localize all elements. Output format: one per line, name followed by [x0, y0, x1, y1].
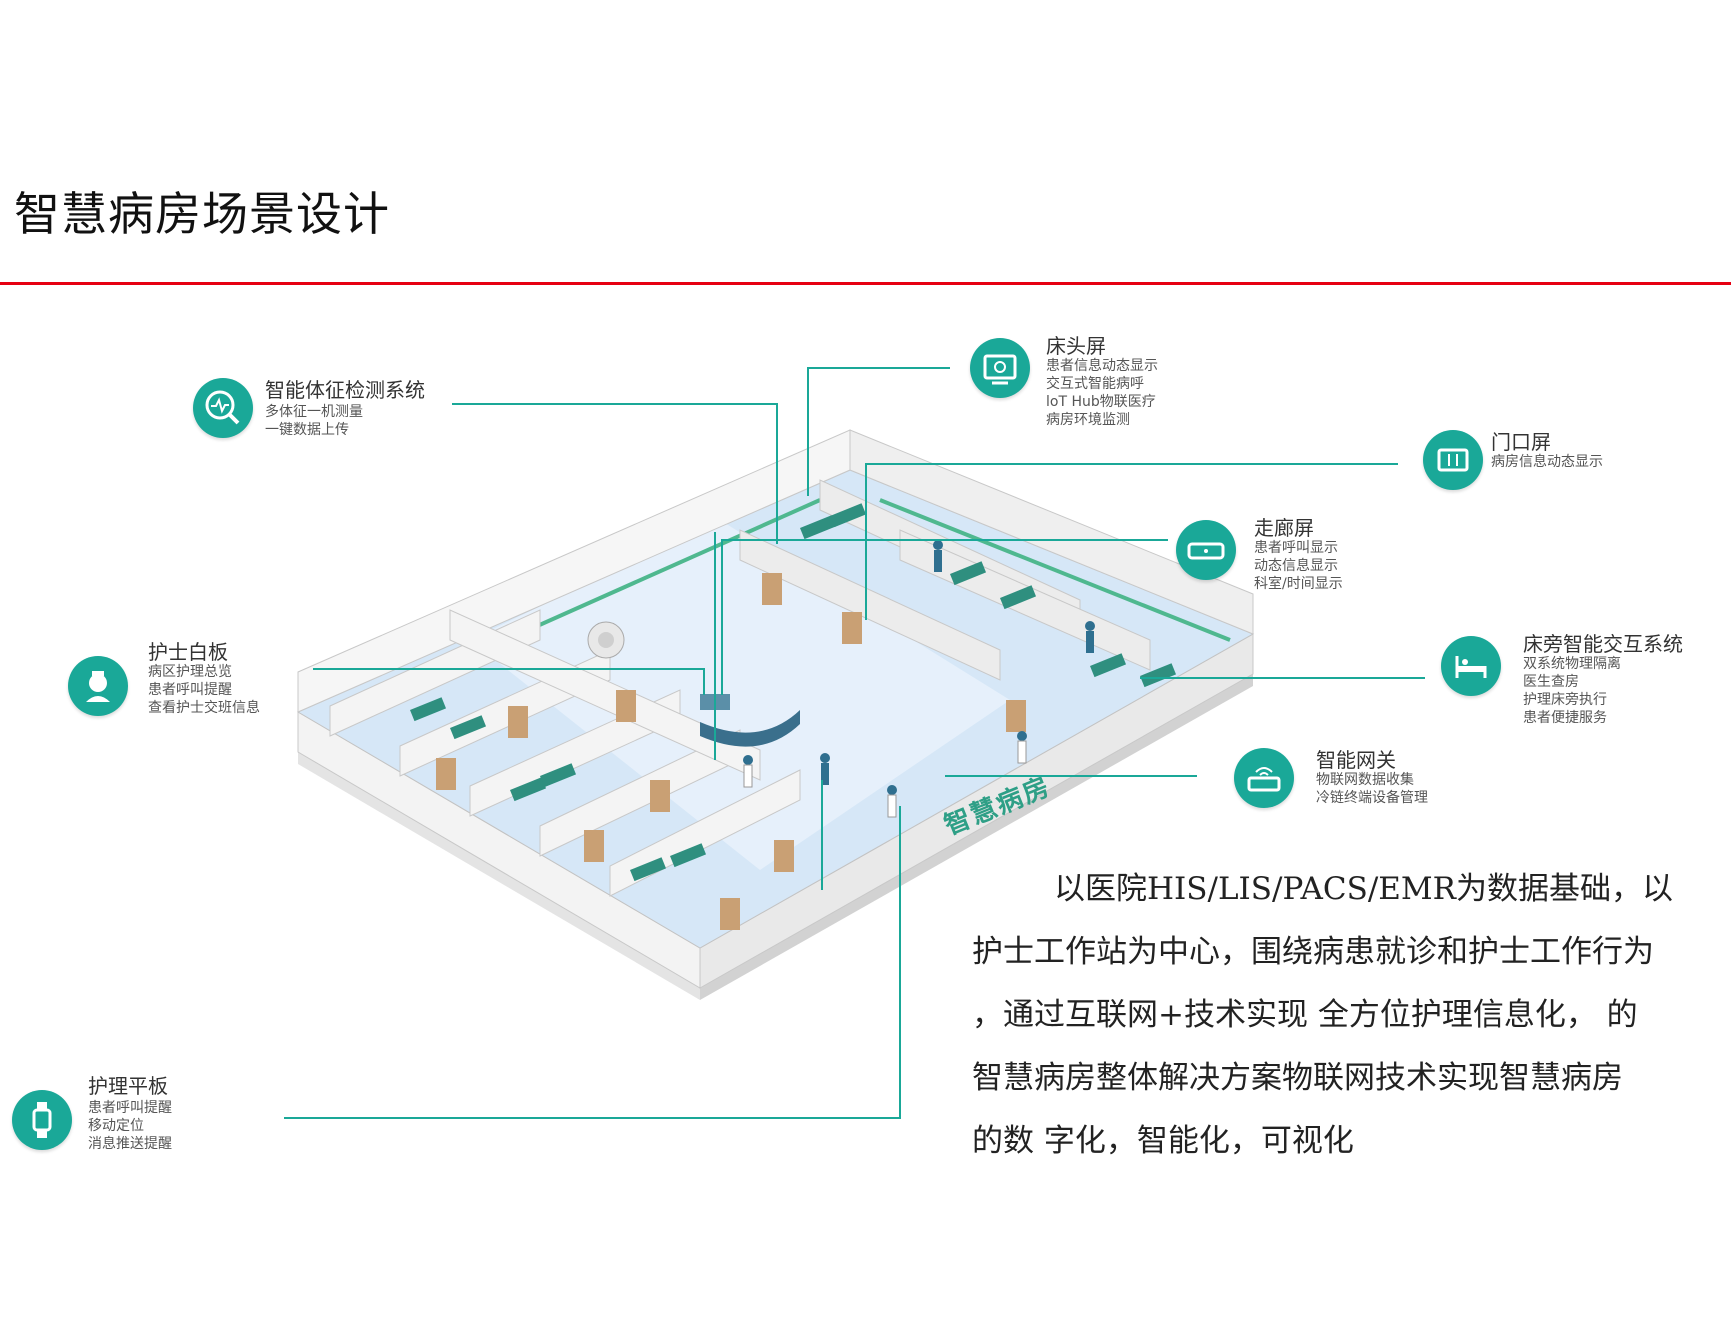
callout-title: 护理平板 — [88, 1074, 168, 1098]
wifi-router-icon — [1234, 748, 1294, 808]
callout-line: 移动定位 — [88, 1118, 144, 1134]
callout-line: 科室/时间显示 — [1254, 576, 1343, 592]
person — [887, 785, 897, 795]
corridor-floor — [470, 520, 1010, 870]
connector-vitals — [452, 403, 778, 544]
callout-title: 门口屏 — [1491, 430, 1551, 454]
connector-bedhead — [807, 367, 950, 496]
callout-line: 患者信息动态显示 — [1046, 358, 1158, 374]
door — [616, 690, 636, 722]
callout-line: 交互式智能病呼 — [1046, 376, 1144, 392]
callout-title: 智能体征检测系统 — [265, 378, 425, 402]
bed — [1090, 653, 1127, 678]
paragraph-line: 智慧病房整体解决方案物联网技术实现智慧病房 — [972, 1060, 1623, 1096]
title-divider — [0, 282, 1731, 285]
paragraph-line: ，通过互联网+技术实现 全方位护理信息化， 的 — [972, 997, 1638, 1033]
bed — [540, 763, 577, 788]
page-title: 智慧病房场景设计 — [14, 187, 390, 241]
wall-trim — [879, 498, 1231, 642]
callout-line: 动态信息显示 — [1254, 558, 1338, 574]
bedside-monitor-icon — [970, 338, 1030, 398]
person — [820, 753, 830, 763]
bed — [450, 715, 487, 740]
callout-title: 床旁智能交互系统 — [1523, 632, 1683, 656]
connector-door — [865, 463, 1398, 620]
bed — [829, 503, 867, 528]
description-paragraph: 以医院HIS/LIS/PACS/EMR为数据基础，以 护士工作站为中心，围绕病患… — [972, 858, 1696, 1173]
callout-line: 一键数据上传 — [265, 422, 349, 438]
callout-line: 病区护理总览 — [148, 664, 232, 680]
door — [774, 840, 794, 872]
callout-line: 物联网数据收集 — [1316, 772, 1414, 788]
callout-line: 冷链终端设备管理 — [1316, 790, 1428, 806]
bed — [510, 777, 547, 802]
person — [933, 540, 943, 550]
vitals-search-icon — [193, 378, 253, 438]
connector-whiteboard — [313, 668, 705, 695]
callout-line: 查看护士交班信息 — [148, 700, 260, 716]
door — [584, 830, 604, 862]
connector-lines — [284, 367, 1425, 1119]
callout-line: 病房环境监测 — [1046, 412, 1130, 428]
callout-line: 双系统物理隔离 — [1523, 656, 1621, 672]
beds — [410, 503, 1177, 882]
door — [1006, 700, 1026, 732]
door-screen-icon — [1423, 430, 1483, 490]
callout-line: 多体征一机测量 — [265, 404, 363, 420]
callout-title: 走廊屏 — [1254, 516, 1314, 540]
smartwatch-icon — [12, 1090, 72, 1150]
door — [762, 573, 782, 605]
bed — [800, 515, 837, 540]
callout-line: 患者呼叫显示 — [1254, 540, 1338, 556]
nurse-station-desk — [700, 710, 800, 747]
connector-corridor — [721, 539, 1168, 695]
hospital-bed-icon — [1441, 636, 1501, 696]
callout-line: 护理床旁执行 — [1523, 692, 1607, 708]
paragraph-line: 以医院HIS/LIS/PACS/EMR为数据基础，以 — [1054, 871, 1673, 907]
person — [1085, 621, 1095, 631]
paragraph-line: 的数 字化，智能化，可视化 — [972, 1123, 1354, 1159]
person — [1017, 731, 1027, 741]
callout-line: 患者便捷服务 — [1523, 710, 1607, 726]
callout-title: 智能网关 — [1316, 748, 1396, 772]
door — [650, 780, 670, 812]
corridor-screen-icon — [1176, 520, 1236, 580]
bed — [950, 561, 987, 586]
bed — [1000, 585, 1037, 610]
callout-line: 消息推送提醒 — [88, 1136, 172, 1152]
paragraph-line: 护士工作站为中心，围绕病患就诊和护士工作行为 — [972, 934, 1654, 970]
nurse-icon — [68, 656, 128, 716]
callout-title: 护士白板 — [148, 640, 228, 664]
door — [436, 758, 456, 790]
floor-slab-side-left — [298, 752, 700, 1000]
bed — [1140, 663, 1177, 688]
bed — [630, 857, 667, 882]
door — [842, 612, 862, 644]
back-wall-right — [849, 429, 1254, 635]
bed — [410, 697, 447, 722]
callout-title: 床头屏 — [1046, 334, 1106, 358]
floor-slab-side-right — [700, 674, 1253, 1000]
people — [743, 540, 1095, 818]
callout-line: loT Hub物联医疗 — [1046, 394, 1156, 410]
callout-line: 患者呼叫提醒 — [148, 682, 232, 698]
callout-line: 医生查房 — [1523, 674, 1579, 690]
room-doors — [436, 573, 1026, 930]
callout-line: 病房信息动态显示 — [1491, 454, 1603, 470]
door — [720, 898, 740, 930]
door — [508, 706, 528, 738]
person — [743, 755, 753, 765]
connector-tablet — [284, 806, 901, 1119]
callout-line: 患者呼叫提醒 — [88, 1100, 172, 1116]
bed — [670, 843, 707, 868]
